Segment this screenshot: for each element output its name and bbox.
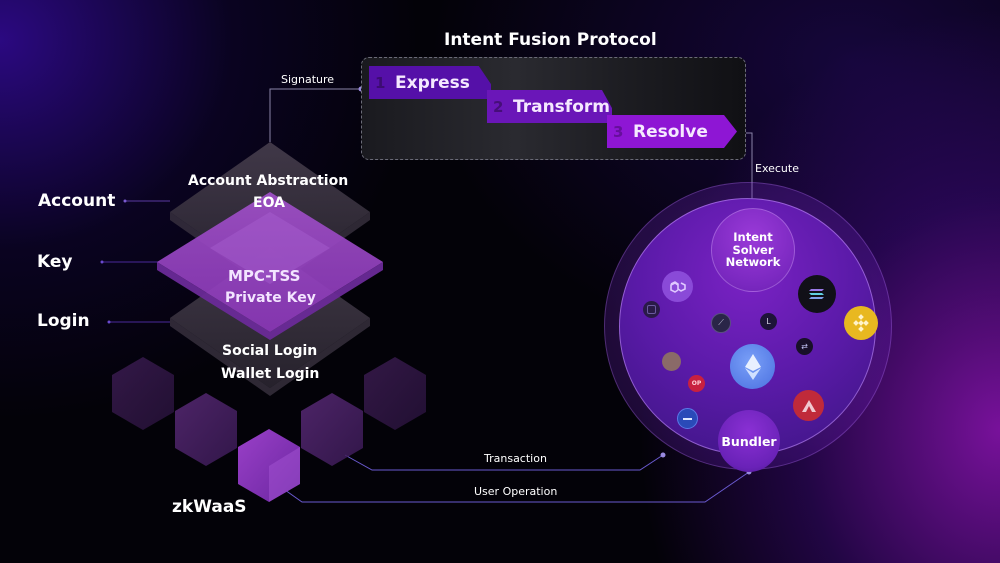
solver-label-line2: Solver — [732, 242, 774, 257]
account-side-label: Account — [38, 191, 116, 211]
zkwaas-cubes — [112, 357, 426, 502]
step-number: 1 — [375, 73, 386, 92]
solver-label-line3: Network — [725, 255, 781, 270]
avalanche-icon — [793, 390, 824, 421]
step-number: 2 — [493, 97, 504, 116]
signature-label: Signature — [281, 73, 335, 86]
execute-label: Execute — [755, 162, 799, 175]
social-login-label: Social Login — [222, 343, 318, 359]
scroll-icon — [677, 408, 698, 429]
step-transform: 2 Transform — [487, 90, 612, 123]
user-operation-label: User Operation — [474, 485, 558, 498]
login-side-label: Login — [37, 311, 90, 331]
private-key-label: Private Key — [225, 290, 316, 306]
polygon-icon — [662, 271, 693, 302]
zkwaas-label: zkWaaS — [172, 497, 247, 517]
step-label: Transform — [513, 96, 610, 117]
wallet-login-label: Wallet Login — [221, 366, 320, 382]
base-icon: ⇄ — [796, 338, 813, 355]
mpc-tss-label: MPC-TSS — [228, 267, 301, 285]
solana-icon — [798, 275, 836, 313]
bundler-label: Bundler — [721, 433, 777, 449]
step-label: Express — [395, 72, 470, 93]
bundler-node: Bundler — [718, 410, 780, 472]
op-badge-label: OP — [691, 380, 702, 387]
step-number: 3 — [613, 122, 624, 141]
transaction-label: Transaction — [484, 452, 547, 465]
account-abstraction-label: Account Abstraction — [188, 173, 349, 189]
eoa-label: EOA — [253, 195, 285, 211]
optimism-icon: OP — [688, 375, 705, 392]
step-label: Resolve — [633, 121, 708, 142]
key-side-label: Key — [37, 252, 73, 272]
bnb-icon — [844, 306, 878, 340]
linea-icon: L — [760, 313, 777, 330]
zksync-icon — [643, 301, 660, 318]
step-resolve: 3 Resolve — [607, 115, 737, 148]
step-express: 1 Express — [369, 66, 491, 99]
gnosis-icon — [662, 352, 681, 371]
intent-solver-network-node: Intent Solver Network — [711, 208, 795, 292]
ethereum-icon — [730, 344, 775, 389]
arbitrum-icon: ⟋ — [711, 313, 731, 333]
diagram-title: Intent Fusion Protocol — [444, 30, 657, 50]
solver-label-line1: Intent — [733, 230, 773, 245]
